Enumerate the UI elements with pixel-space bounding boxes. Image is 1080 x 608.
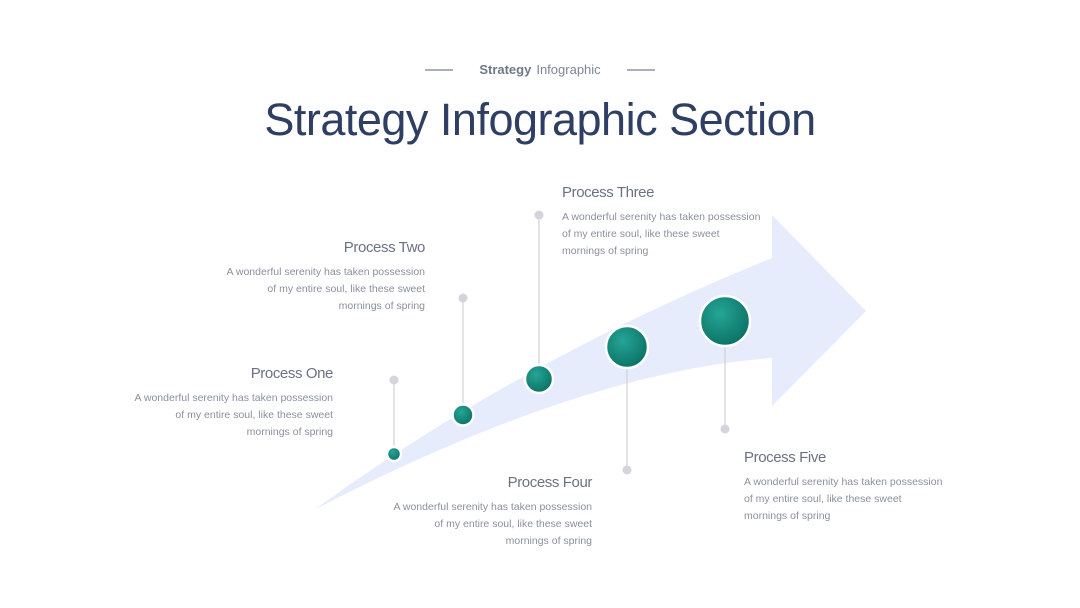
step-title: Process Four <box>507 474 593 491</box>
step-title: Process One <box>250 365 334 382</box>
process-node-5 <box>698 294 752 348</box>
eyebrow: Strategy Infographic <box>0 62 1080 77</box>
connector-dot-5 <box>720 424 730 434</box>
process-node-3 <box>523 363 555 395</box>
eyebrow-light: Infographic <box>536 62 601 77</box>
eyebrow-strong: Strategy <box>479 62 532 77</box>
step-description: A wonderful serenity has taken possessio… <box>744 476 943 522</box>
process-node-2 <box>451 403 475 427</box>
process-step-5: Process Five A wonderful serenity has ta… <box>744 449 944 525</box>
step-description: A wonderful serenity has taken possessio… <box>134 392 333 438</box>
process-node-4 <box>604 324 650 370</box>
process-step-2: Process Two A wonderful serenity has tak… <box>225 239 426 315</box>
step-description: A wonderful serenity has taken possessio… <box>393 501 592 547</box>
step-description: A wonderful serenity has taken possessio… <box>226 266 425 312</box>
connector-dot-2 <box>458 293 468 303</box>
process-step-3: Process Three A wonderful serenity has t… <box>562 184 762 260</box>
connector-dot-1 <box>389 375 399 385</box>
eyebrow-rule-right <box>626 68 655 71</box>
step-title: Process Two <box>343 239 426 256</box>
step-description: A wonderful serenity has taken possessio… <box>562 211 761 257</box>
process-step-4: Process Four A wonderful serenity has ta… <box>392 474 593 550</box>
page-title: Strategy Infographic Section <box>264 94 816 145</box>
process-node-1 <box>385 445 403 463</box>
arrow-shape <box>314 215 866 510</box>
connector-dot-4 <box>622 465 632 475</box>
process-step-1: Process One A wonderful serenity has tak… <box>133 365 334 441</box>
step-title: Process Three <box>562 184 655 201</box>
step-title: Process Five <box>744 449 826 466</box>
eyebrow-rule-left <box>425 68 454 71</box>
connector-dot-3 <box>534 210 544 220</box>
